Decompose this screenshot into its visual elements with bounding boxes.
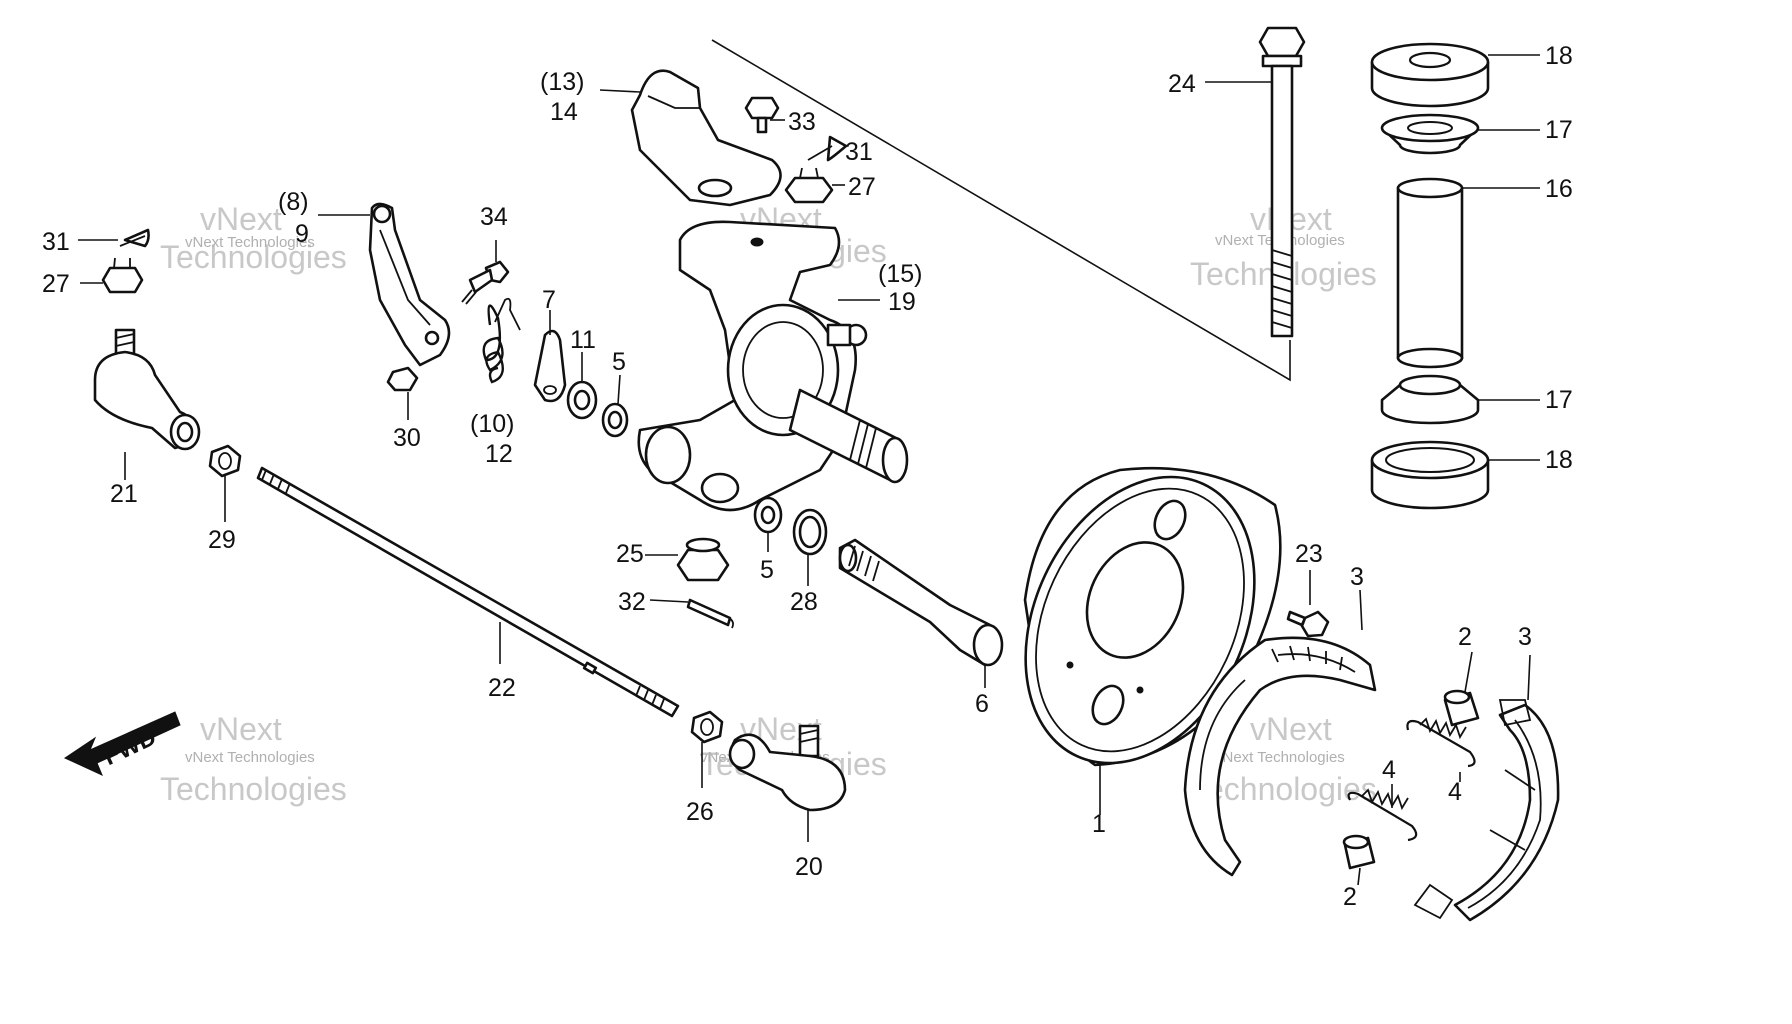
tie-rod-end-21: [93, 328, 201, 480]
callout-31: 31: [42, 228, 70, 256]
bolt-33: [744, 96, 785, 134]
callout-25: 25: [616, 540, 644, 568]
plate-7: [533, 310, 567, 403]
watermark-text: vNext: [200, 201, 282, 237]
callout-4: 4: [1382, 756, 1396, 784]
washer-5-upper: [601, 374, 629, 438]
callout-23: 23: [1295, 540, 1323, 568]
callout-8: (8): [278, 188, 309, 216]
watermark-text: vNext: [200, 711, 282, 747]
ring-28: [792, 508, 828, 586]
callout-5: 5: [760, 556, 774, 584]
callout-20: 20: [795, 853, 823, 881]
callout-27: 27: [42, 270, 70, 298]
cotter-pin-31-top: [807, 135, 848, 162]
cotter-pin-32: [649, 598, 734, 629]
arm-9: [318, 202, 451, 367]
callout-17: 17: [1545, 116, 1573, 144]
brake-shoe-3-right: [1413, 654, 1560, 922]
callout-3: 3: [1518, 623, 1532, 651]
spring-4-lower: [1347, 784, 1418, 842]
watermark-text: vNext Technologies: [185, 234, 315, 251]
bearing-11: [566, 352, 598, 420]
callout-29: 29: [208, 526, 236, 554]
callout-26: 26: [686, 798, 714, 826]
callout-18: 18: [1545, 446, 1573, 474]
fwd-label: FWD: [99, 724, 160, 772]
callout-32: 32: [618, 588, 646, 616]
callout-12: 12: [485, 440, 513, 468]
bolt-24: [1205, 26, 1306, 338]
callout-18: 18: [1545, 42, 1573, 70]
brake-shoe-3-left: [1183, 589, 1377, 877]
bolt-34: [461, 240, 510, 305]
bushing-stack: [1370, 42, 1540, 510]
callout-17: 17: [1545, 386, 1573, 414]
spring-4-upper: [1406, 717, 1476, 782]
castle-nut-27-top: [784, 167, 845, 204]
callout-11: 11: [570, 326, 596, 354]
callout-33: 33: [788, 108, 816, 136]
callout-3: 3: [1350, 563, 1364, 591]
nut-30: [386, 366, 419, 420]
watermark-text: vNext Technologies: [185, 749, 315, 766]
pin-2-upper: [1443, 651, 1480, 727]
callout-24: 24: [1168, 70, 1196, 98]
tie-rod-22: [256, 466, 680, 718]
callout-1: 1: [1092, 810, 1106, 838]
bolt-23: [1286, 570, 1330, 638]
watermark-text: vNext: [1250, 711, 1332, 747]
callout-34: 34: [480, 203, 508, 231]
castle-nut-27-left: [80, 257, 144, 294]
assembly-guide-line: [711, 39, 1291, 382]
callout-labels: 1 2 2 3 3 4 4 5 5 6 7 (8) 9 (10) 11 12 (…: [42, 42, 1573, 911]
callout-15: (15): [878, 260, 922, 288]
castle-nut-25: [645, 537, 730, 582]
callout-27: 27: [848, 173, 876, 201]
watermark-text: Technologies: [1190, 771, 1377, 807]
shaft-6: [838, 538, 1004, 688]
callout-19: 19: [888, 288, 916, 316]
cotter-pin-31-left: [78, 228, 150, 248]
callout-13: (13): [540, 68, 584, 96]
callout-10: (10): [470, 410, 514, 438]
callout-4: 4: [1448, 778, 1462, 806]
callout-2: 2: [1343, 883, 1357, 911]
nut-26: [690, 710, 724, 788]
nut-29: [208, 444, 242, 522]
callout-21: 21: [110, 480, 138, 508]
callout-14: 14: [550, 98, 578, 126]
watermark-text: vNext Technologies: [1215, 749, 1345, 766]
callout-2: 2: [1458, 623, 1472, 651]
callout-31: 31: [845, 138, 873, 166]
washer-5-lower: [753, 496, 783, 552]
callout-5: 5: [612, 348, 626, 376]
pin-2-lower: [1342, 834, 1376, 886]
callout-7: 7: [542, 286, 556, 314]
watermark-text: Technologies: [160, 771, 347, 807]
callout-28: 28: [790, 588, 818, 616]
watermark-text: Technologies: [160, 239, 347, 275]
bracket-14: [599, 69, 782, 207]
callout-16: 16: [1545, 175, 1573, 203]
callout-22: 22: [488, 674, 516, 702]
spring-12: [482, 297, 521, 384]
tie-rod-end-20: [728, 724, 847, 842]
callout-30: 30: [393, 424, 421, 452]
knuckle-19: [637, 220, 909, 512]
callout-9: 9: [295, 220, 309, 248]
forward-arrow: FWD: [63, 711, 181, 776]
callout-6: 6: [975, 690, 989, 718]
